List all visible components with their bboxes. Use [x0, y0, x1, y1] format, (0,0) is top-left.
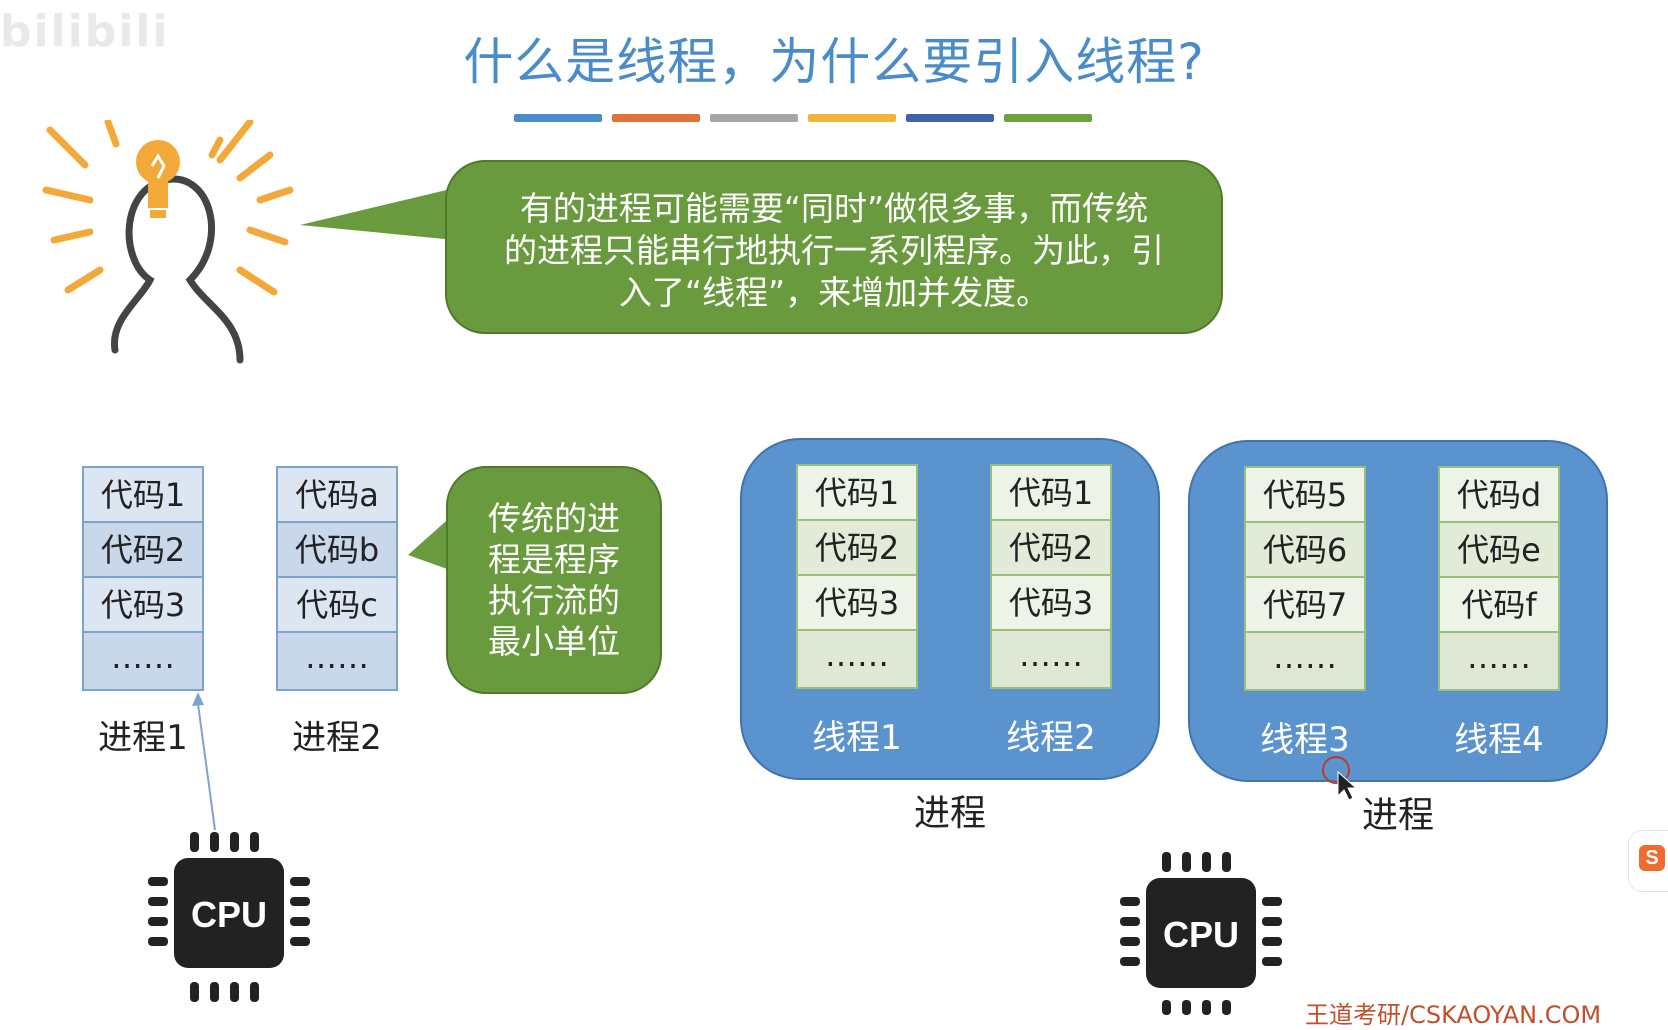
code-cell: 代码f [1438, 576, 1560, 633]
cpu-icon: CPU [1120, 852, 1282, 1015]
thread3-label: 线程3 [1260, 720, 1350, 760]
color-bar-segment [808, 114, 896, 122]
cpu-label: CPU [1163, 914, 1239, 955]
code-cell: …… [1244, 631, 1366, 691]
code-cell: …… [1438, 631, 1560, 691]
slide-title: 什么是线程，为什么要引入线程? [463, 33, 1205, 91]
process2-stack: 代码a 代码b 代码c …… [276, 466, 398, 691]
code-cell: 代码6 [1244, 521, 1366, 578]
lightbulb-icon [136, 140, 180, 218]
code-cell: 代码3 [796, 574, 918, 631]
code-cell: 代码e [1438, 521, 1560, 578]
cpu-label: CPU [191, 894, 267, 935]
code-cell: 代码7 [1244, 576, 1366, 633]
cpu-to-process-arrow [192, 692, 216, 831]
cpu-icon: CPU [148, 832, 310, 1002]
color-bar-segment [514, 114, 602, 122]
small-speech-bubble: 传统的进 程是程序 执行流的 最小单位 [446, 466, 662, 694]
thread4-label: 线程4 [1454, 720, 1544, 760]
code-cell: 代码d [1438, 466, 1560, 523]
code-cell: …… [82, 631, 204, 691]
small-bubble-line: 最小单位 [488, 622, 620, 661]
bilibili-watermark: bilibili [0, 6, 170, 57]
main-bubble-line: 的进程只能串行地执行一系列程序。为此，引 [504, 231, 1164, 270]
color-bar-segment [710, 114, 798, 122]
thread4-stack: 代码d 代码e 代码f …… [1438, 466, 1560, 691]
code-cell: 代码b [276, 521, 398, 578]
thread1-label: 线程1 [812, 718, 902, 758]
footer-brand: 王道考研/CSKAOYAN.COM [1305, 1001, 1602, 1029]
code-cell: 代码2 [82, 521, 204, 578]
code-cell: 代码3 [990, 574, 1112, 631]
code-cell: 代码1 [990, 464, 1112, 521]
code-cell: 代码1 [796, 464, 918, 521]
color-bar-segment [1004, 114, 1092, 122]
main-bubble-line: 有的进程可能需要“同时”做很多事，而传统 [519, 189, 1149, 228]
code-cell: …… [990, 629, 1112, 689]
code-cell: 代码5 [1244, 466, 1366, 523]
code-cell: 代码c [276, 576, 398, 633]
thread1-stack: 代码1 代码2 代码3 …… [796, 464, 918, 689]
code-cell: 代码2 [796, 519, 918, 576]
small-bubble-line: 执行流的 [488, 581, 620, 620]
main-bubble-tail [300, 188, 455, 240]
color-bar-segment [906, 114, 994, 122]
thread3-stack: 代码5 代码6 代码7 …… [1244, 466, 1366, 691]
process1-stack: 代码1 代码2 代码3 …… [82, 466, 204, 691]
color-bar-segment [612, 114, 700, 122]
small-bubble-line: 程是程序 [488, 540, 620, 579]
small-bubble-line: 传统的进 [488, 499, 620, 538]
process2-label: 进程2 [292, 718, 382, 758]
process-a-label: 进程 [913, 793, 986, 834]
code-cell: 代码1 [82, 466, 204, 523]
main-speech-bubble: 有的进程可能需要“同时”做很多事，而传统 的进程只能串行地执行一系列程序。为此，… [445, 160, 1223, 334]
main-bubble-line: 入了“线程”，来增加并发度。 [618, 273, 1050, 312]
process-b-label: 进程 [1361, 795, 1434, 836]
thread2-stack: 代码1 代码2 代码3 …… [990, 464, 1112, 689]
sogou-ime-icon[interactable]: S [1628, 830, 1668, 892]
code-cell: 代码a [276, 466, 398, 523]
code-cell: …… [276, 631, 398, 691]
idea-person-icon [42, 120, 294, 364]
thread2-label: 线程2 [1006, 718, 1096, 758]
code-cell: 代码2 [990, 519, 1112, 576]
mouse-cursor-icon [1322, 756, 1358, 801]
code-cell: 代码3 [82, 576, 204, 633]
code-cell: …… [796, 629, 918, 689]
process1-label: 进程1 [98, 718, 188, 758]
